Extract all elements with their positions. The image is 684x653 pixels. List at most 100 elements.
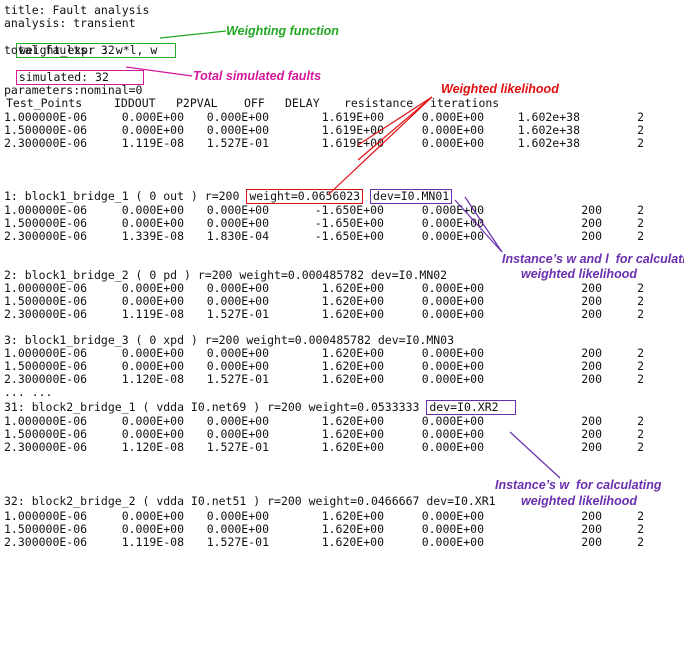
cell-time: 2.300000E-06 — [4, 440, 88, 454]
column-header-row: Test_Points IDDOUT P2PVAL OFF DELAY resi… — [4, 97, 664, 110]
cell-off: -1.650E+00 — [314, 203, 384, 217]
cell-time: 1.500000E-06 — [4, 294, 88, 308]
cell-resistance: 200 — [581, 229, 602, 243]
cell-delay: 0.000E+00 — [421, 535, 484, 549]
cell-off: -1.650E+00 — [314, 216, 384, 230]
cell-delay: 0.000E+00 — [421, 427, 484, 441]
table-row: 1.500000E-06 0.000E+00 0.000E+00 -1.650E… — [4, 217, 664, 230]
annotation-arrows — [125, 30, 561, 479]
cell-iddout: 0.000E+00 — [121, 281, 184, 295]
cell-iterations: 2 — [637, 229, 644, 243]
cell-delay: 0.000E+00 — [421, 509, 484, 523]
cell-off: 1.619E+00 — [321, 136, 384, 150]
cell-delay: 0.000E+00 — [421, 294, 484, 308]
dev-box: dev=I0.XR2 — [426, 400, 517, 415]
table-row: 2.300000E-06 1.119E-08 1.527E-01 1.620E+… — [4, 536, 664, 549]
table-row: 1.500000E-06 0.000E+00 0.000E+00 1.620E+… — [4, 360, 664, 373]
cell-iddout: 0.000E+00 — [121, 110, 184, 124]
cell-off: 1.620E+00 — [321, 372, 384, 386]
cell-p2pval: 0.000E+00 — [206, 427, 269, 441]
note-weighted-likelihood: Weighted likelihood — [441, 82, 559, 96]
cell-delay: 0.000E+00 — [421, 372, 484, 386]
arrow-instance-wl-2 — [454, 199, 503, 253]
cell-iddout: 0.000E+00 — [121, 346, 184, 360]
fault-header-3: 3: block1_bridge_3 ( 0 xpd ) r=200 weigh… — [4, 333, 455, 347]
cell-time: 2.300000E-06 — [4, 229, 88, 243]
cell-p2pval: 0.000E+00 — [206, 216, 269, 230]
table-row: 1.000000E-06 0.000E+00 0.000E+00 1.620E+… — [4, 347, 664, 360]
cell-delay: 0.000E+00 — [421, 359, 484, 373]
cell-delay: 0.000E+00 — [421, 522, 484, 536]
analysis-line: analysis: transient — [4, 16, 136, 30]
table-row: 1.500000E-06 0.000E+00 0.000E+00 1.619E+… — [4, 124, 664, 137]
cell-time: 1.500000E-06 — [4, 359, 88, 373]
cell-iterations: 2 — [637, 216, 644, 230]
cell-iterations: 2 — [637, 203, 644, 217]
cell-iterations: 2 — [637, 294, 644, 308]
table-row: 1.000000E-06 0.000E+00 0.000E+00 1.619E+… — [4, 111, 664, 124]
col-delay: DELAY — [285, 96, 320, 110]
cell-iterations: 2 — [637, 522, 644, 536]
cell-time: 1.500000E-06 — [4, 123, 88, 137]
col-iddout: IDDOUT — [114, 96, 156, 110]
cell-iterations: 2 — [637, 509, 644, 523]
cell-off: 1.620E+00 — [321, 427, 384, 441]
fault-header-2: 2: block1_bridge_2 ( 0 pd ) r=200 weight… — [4, 268, 448, 282]
cell-time: 1.000000E-06 — [4, 414, 88, 428]
cell-time: 1.500000E-06 — [4, 427, 88, 441]
cell-iterations: 2 — [637, 307, 644, 321]
arrow-total-simulated — [125, 66, 193, 77]
cell-iterations: 2 — [637, 281, 644, 295]
cell-p2pval: 0.000E+00 — [206, 203, 269, 217]
cell-resistance: 200 — [581, 427, 602, 441]
cell-resistance: 200 — [581, 535, 602, 549]
cell-iddout: 0.000E+00 — [121, 509, 184, 523]
cell-resistance: 200 — [581, 522, 602, 536]
fault-header-1: 1: block1_bridge_1 ( 0 out ) r=200 weigh… — [4, 189, 453, 204]
table-row: 1.500000E-06 0.000E+00 0.000E+00 1.620E+… — [4, 523, 664, 536]
cell-off: 1.620E+00 — [321, 346, 384, 360]
cell-iterations: 2 — [637, 427, 644, 441]
weight-box: weight=0.0656023 — [246, 189, 364, 204]
note-instance-wl-line2: weighted likelihood — [521, 267, 637, 281]
cell-iddout: 1.339E-08 — [121, 229, 184, 243]
cell-delay: 0.000E+00 — [421, 346, 484, 360]
cell-time: 1.000000E-06 — [4, 203, 88, 217]
cell-off: 1.620E+00 — [321, 414, 384, 428]
cell-time: 2.300000E-06 — [4, 307, 88, 321]
cell-off: 1.620E+00 — [321, 522, 384, 536]
cell-off: 1.620E+00 — [321, 359, 384, 373]
cell-delay: 0.000E+00 — [421, 440, 484, 454]
cell-delay: 0.000E+00 — [421, 229, 484, 243]
col-p2pval: P2PVAL — [176, 96, 218, 110]
total-faults-line: total faults: 32 — [4, 43, 115, 57]
cell-resistance: 1.602e+38 — [517, 110, 580, 124]
cell-delay: 0.000E+00 — [421, 203, 484, 217]
arrow-instance-w — [509, 431, 561, 479]
arrow-weighted-likelihood-2 — [357, 96, 433, 161]
ellipsis: ... ... — [4, 385, 53, 399]
cell-p2pval: 0.000E+00 — [206, 281, 269, 295]
cell-delay: 0.000E+00 — [421, 281, 484, 295]
arrow-instance-wl-1 — [464, 196, 503, 253]
arrow-weighting-function — [159, 30, 227, 39]
table-row: 1.000000E-06 0.000E+00 0.000E+00 -1.650E… — [4, 204, 664, 217]
cell-time: 1.000000E-06 — [4, 509, 88, 523]
cell-iddout: 0.000E+00 — [121, 427, 184, 441]
cell-p2pval: 1.527E-01 — [206, 372, 269, 386]
table-row: 2.300000E-06 1.339E-08 1.830E-04 -1.650E… — [4, 230, 664, 243]
cell-iterations: 2 — [637, 414, 644, 428]
col-off: OFF — [244, 96, 265, 110]
cell-delay: 0.000E+00 — [421, 110, 484, 124]
cell-resistance: 200 — [581, 216, 602, 230]
simulated-row: simulated: 32 — [2, 57, 144, 85]
col-iterations: iterations — [430, 96, 500, 110]
arrow-weighted-likelihood-1 — [327, 96, 433, 196]
note-instance-w-line2: weighted likelihood — [521, 494, 637, 508]
arrow-weighted-likelihood-3 — [357, 96, 433, 146]
cell-iterations: 2 — [637, 372, 644, 386]
cell-time: 1.500000E-06 — [4, 522, 88, 536]
cell-p2pval: 1.527E-01 — [206, 440, 269, 454]
cell-p2pval: 0.000E+00 — [206, 346, 269, 360]
cell-iddout: 1.120E-08 — [121, 440, 184, 454]
